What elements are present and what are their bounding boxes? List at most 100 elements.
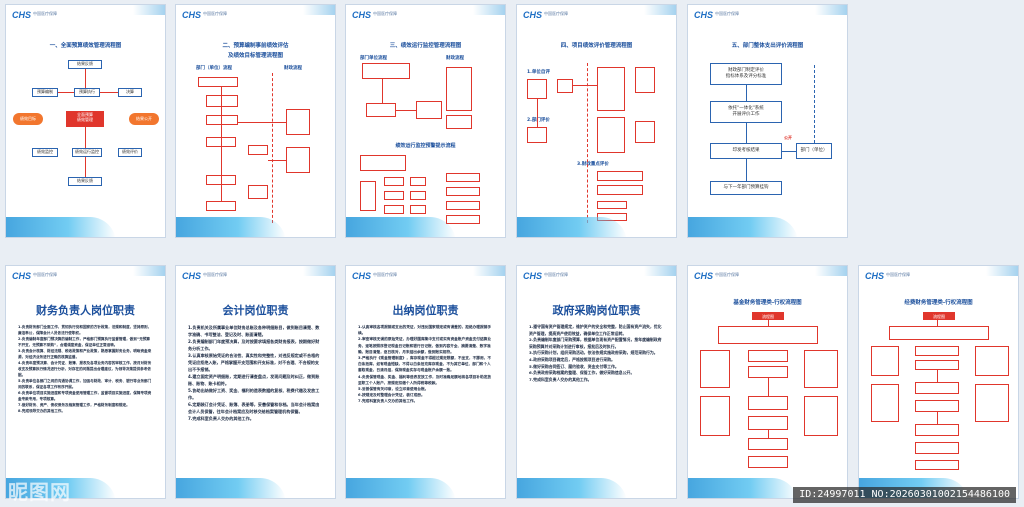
flow-box xyxy=(360,181,376,211)
decor-wave-bottom xyxy=(6,478,116,498)
connector xyxy=(768,378,769,396)
flow-step: 财政部门制定评价 指标体系及评分标准 xyxy=(710,63,782,85)
poster-title: 政府采购岗位职责 xyxy=(552,304,641,317)
connector xyxy=(746,123,747,143)
logo-mark: CHS xyxy=(352,10,372,20)
connector xyxy=(85,69,86,88)
flow-box xyxy=(527,79,547,99)
connector xyxy=(100,92,118,93)
connector xyxy=(782,151,796,152)
flow-box xyxy=(527,127,547,143)
flow-box xyxy=(915,442,959,454)
flow-box xyxy=(597,67,625,111)
logo-subtitle: 中国医疗保障 xyxy=(203,11,227,16)
flow-box xyxy=(748,438,788,450)
flow-box xyxy=(889,326,989,340)
logo-mark: CHS xyxy=(694,10,714,20)
flow-side-node: 部门（单位） xyxy=(796,143,832,159)
connector xyxy=(746,85,747,101)
connector xyxy=(382,79,383,103)
flow-box xyxy=(915,346,959,356)
decor-wave-top xyxy=(473,5,505,15)
flow-box xyxy=(446,67,472,111)
poster-title: 经费财务管理类-行权流程图 xyxy=(904,300,973,306)
connector xyxy=(85,157,86,177)
flow-box xyxy=(748,396,788,410)
flow-box xyxy=(748,456,788,468)
flow-box xyxy=(286,109,310,135)
flow-node: 结果反馈 xyxy=(68,60,102,69)
decor-wave-top xyxy=(986,266,1018,276)
decor-wave-bottom xyxy=(176,478,286,498)
flow-step: 依托"一体化"系统 开展评价工作 xyxy=(710,101,782,123)
poster-pre-evaluation-flow: CHS 中国医疗保障 二、预算编制事前绩效评估 及绩效目标管理流程图 部门（单位… xyxy=(175,4,336,238)
flow-box xyxy=(446,173,480,182)
decor-wave-top xyxy=(815,5,847,15)
logo-subtitle: 中国医疗保障 xyxy=(886,272,910,277)
section-subtitle: 绩效运行监控预警提示流程 xyxy=(395,143,456,149)
center-box: 全面预算 绩效管理 xyxy=(66,111,104,127)
duties-text: 1.负责机关及所属事业单位财务总账及各种明细账目，做到账目清楚、数字准确、书写整… xyxy=(188,325,320,421)
poster-title: 财务负责人岗位职责 xyxy=(36,304,135,317)
logo-subtitle: 中国医疗保障 xyxy=(33,11,57,16)
flow-box xyxy=(748,366,788,378)
decor-wave-top xyxy=(815,266,847,276)
stock-watermark-logo: 昵图网 xyxy=(8,482,71,504)
flow-node: 预算编制 xyxy=(32,88,58,97)
connector xyxy=(768,320,769,326)
flow-box xyxy=(198,77,238,87)
poster-expense-finance-flow: CHS 中国医疗保障 经费财务管理类-行权流程图 流程图 xyxy=(858,265,1019,499)
flow-box xyxy=(384,177,404,186)
decor-wave-top xyxy=(644,266,676,276)
flow-box xyxy=(748,416,788,430)
flow-box xyxy=(915,360,959,370)
column-divider xyxy=(272,73,273,223)
column-label: 部门单位流程 xyxy=(360,56,387,61)
flow-box xyxy=(286,147,310,173)
logo-mark: CHS xyxy=(865,271,885,281)
connector xyxy=(221,87,222,201)
publish-label: 公开 xyxy=(784,135,792,140)
flow-node: 绩效运行监控 xyxy=(72,148,102,157)
flow-header: 流程图 xyxy=(923,312,955,320)
flow-box xyxy=(718,326,818,344)
logo-mark: CHS xyxy=(352,271,372,281)
decor-wave-top xyxy=(303,266,335,276)
connector xyxy=(937,370,938,382)
logo-subtitle: 中国医疗保障 xyxy=(373,272,397,277)
flow-box xyxy=(410,191,426,200)
flow-box xyxy=(597,117,625,153)
logo-subtitle: 中国医疗保障 xyxy=(373,11,397,16)
side-node: 绩效目标 xyxy=(13,113,43,125)
flow-box xyxy=(748,350,788,362)
logo-mark: CHS xyxy=(523,10,543,20)
flow-box xyxy=(915,424,959,436)
connector xyxy=(573,85,597,86)
flow-box xyxy=(804,396,838,436)
logo-mark: CHS xyxy=(694,271,714,281)
section-label: 2.部门评价 xyxy=(527,118,550,123)
poster-department-expenditure-flow: CHS 中国医疗保障 五、部门整体支出评价流程图 财政部门制定评价 指标体系及评… xyxy=(687,4,848,238)
flow-box xyxy=(416,101,442,119)
poster-title: 会计岗位职责 xyxy=(222,304,289,317)
column-label: 财政流程 xyxy=(284,66,302,71)
poster-procurement-duties: CHS 中国医疗保障 政府采购岗位职责 1.遵守国有资产管理规定，维护资产的安全… xyxy=(516,265,677,499)
flow-box xyxy=(446,187,480,196)
flow-box xyxy=(410,205,426,214)
duties-text: 1.遵守国有资产管理规定，维护资产的安全和完整，防止国有资产流失，优化资产管理，… xyxy=(529,324,662,382)
decor-wave-bottom xyxy=(346,478,456,498)
flow-box xyxy=(975,384,1009,422)
poster-project-evaluation-flow: CHS 中国医疗保障 四、项目绩效评价管理流程图 1.单位自评 2.部门评价 3… xyxy=(516,4,677,238)
flow-box xyxy=(206,95,238,107)
column-label: 财政流程 xyxy=(446,56,464,61)
connector xyxy=(937,320,938,326)
poster-title: 四、项目绩效评价管理流程图 xyxy=(560,43,633,49)
flow-node: 预算执行 xyxy=(74,88,100,97)
connector xyxy=(238,122,286,123)
flow-box xyxy=(597,201,627,209)
flow-step: 与下一年部门预算挂钩 xyxy=(710,181,782,195)
feedback-line xyxy=(814,65,815,143)
decor-wave-top xyxy=(133,5,165,15)
connector xyxy=(746,159,747,181)
poster-accountant-duties: CHS 中国医疗保障 会计岗位职责 1.负责机关及所属事业单位财务总账及各种明细… xyxy=(175,265,336,499)
